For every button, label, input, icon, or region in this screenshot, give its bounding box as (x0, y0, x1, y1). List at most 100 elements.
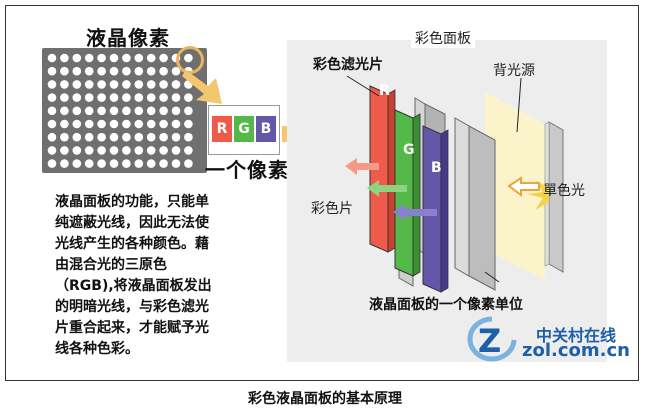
pixel-dot (146, 119, 156, 129)
rear-glass (468, 125, 496, 291)
color-filter-label: 彩色滤光片 (313, 57, 383, 73)
pixel-dot (146, 159, 156, 168)
pixel-dot (47, 66, 57, 76)
pixel-dot (171, 159, 181, 168)
figure-caption: 彩色液晶面板的基本原理 (248, 391, 402, 407)
pixel-dot (184, 159, 193, 168)
pixel-dot (109, 106, 119, 116)
pixel-dot (122, 93, 131, 102)
pixel-dot (159, 119, 168, 129)
pixel-dot (159, 132, 168, 142)
pixel-dot (159, 80, 168, 89)
pixel-dot (171, 132, 181, 142)
pixel-dot (171, 106, 181, 116)
logo-mark: Z (478, 322, 501, 360)
pixel-dot (159, 106, 168, 116)
pixel-dot (159, 66, 168, 76)
pixel-dot (134, 132, 144, 142)
green-light-arrow (367, 180, 407, 197)
pixel-dot (171, 119, 181, 129)
pixel-dot (122, 132, 131, 142)
zoom-arrow-icon (182, 70, 222, 104)
pixel-dot (122, 66, 131, 76)
pixel-dot (146, 106, 156, 116)
pixel-dot (84, 93, 94, 102)
pixel-dot (146, 132, 156, 142)
pixel-dot (97, 159, 106, 168)
pixel-dot (134, 53, 144, 63)
filter-b-letter: B (431, 160, 442, 176)
color-sheet-label: 彩色片 (311, 201, 353, 217)
pixel-dot (109, 132, 119, 142)
pixel-dot (72, 66, 82, 76)
pixel-dot (97, 53, 106, 63)
pixel-dot (134, 80, 144, 89)
pixel-dot (97, 119, 106, 129)
pixel-dot (159, 146, 168, 155)
pixel-dot (60, 146, 69, 155)
pixel-unit-label: 液晶面板的一个像素单位 (369, 297, 523, 313)
red-light-arrow (345, 158, 379, 175)
pixel-dot (60, 119, 69, 129)
pixel-dot (146, 66, 156, 76)
pixel-dot (109, 93, 119, 102)
pixel-dot (146, 146, 156, 155)
pixel-dot (84, 159, 94, 168)
subpixel-b: B (256, 116, 276, 142)
mono-light-label: 單色光 (543, 183, 585, 199)
logo-text-domain: zol.com.cn (522, 340, 630, 361)
pixel-dot (60, 106, 69, 116)
zol-logo-icon: Z (467, 316, 517, 362)
pixel-dot (60, 159, 69, 168)
pixel-dot (134, 119, 144, 129)
pixel-dot (84, 106, 94, 116)
pixel-dot (84, 132, 94, 142)
pixel-dot (47, 119, 57, 129)
pixel-dot (159, 93, 168, 102)
pixel-dot (109, 66, 119, 76)
pixel-dot (184, 106, 193, 116)
pixel-dot (184, 119, 193, 129)
pixel-dot (146, 80, 156, 89)
pixel-dot (47, 146, 57, 155)
pixel-dot (122, 53, 131, 63)
pixel-dot (72, 159, 82, 168)
pixel-dot (171, 66, 181, 76)
pixel-dot (84, 119, 94, 129)
pixel-dot (47, 93, 57, 102)
pixel-dot (72, 119, 82, 129)
pixel-dot (72, 132, 82, 142)
pixel-dot (134, 66, 144, 76)
pixel-dot (97, 93, 106, 102)
pixel-dot (72, 93, 82, 102)
pixel-dot (184, 146, 193, 155)
pixel-dot (146, 93, 156, 102)
pixel-dot (134, 93, 144, 102)
pixel-dot (97, 146, 106, 155)
mono-light-arrow (507, 176, 540, 197)
panel-layers (345, 75, 564, 293)
light-burst-icon (527, 180, 549, 210)
leader-filter (346, 75, 380, 97)
lcd-pixel-title: 液晶像素 (86, 26, 170, 50)
pixel-dot (159, 159, 168, 168)
description-text: 液晶面板的功能，只能单 纯遮蔽光线，因此无法使 光线产生的各种颜色。藉 由混合光… (55, 194, 212, 357)
pixel-grid (47, 53, 193, 168)
leader-pixel-unit (484, 271, 500, 283)
logo-text-cn: 中关村在线 (536, 326, 617, 345)
pixel-dot (146, 53, 156, 63)
pixel-dot (97, 106, 106, 116)
pixel-dot (60, 53, 69, 63)
one-pixel-label: 一个像素 (205, 158, 289, 182)
pixel-dot (97, 66, 106, 76)
pixel-dot (72, 146, 82, 155)
pixel-dot (47, 80, 57, 89)
pixel-dot (109, 80, 119, 89)
filter-g-letter: G (403, 142, 415, 158)
pixel-dot (122, 80, 131, 89)
pixel-dot (109, 146, 119, 155)
pixel-dot (122, 119, 131, 129)
pixel-dot (84, 146, 94, 155)
blue-light-arrow (393, 204, 437, 221)
backlight-label: 背光源 (493, 63, 535, 79)
